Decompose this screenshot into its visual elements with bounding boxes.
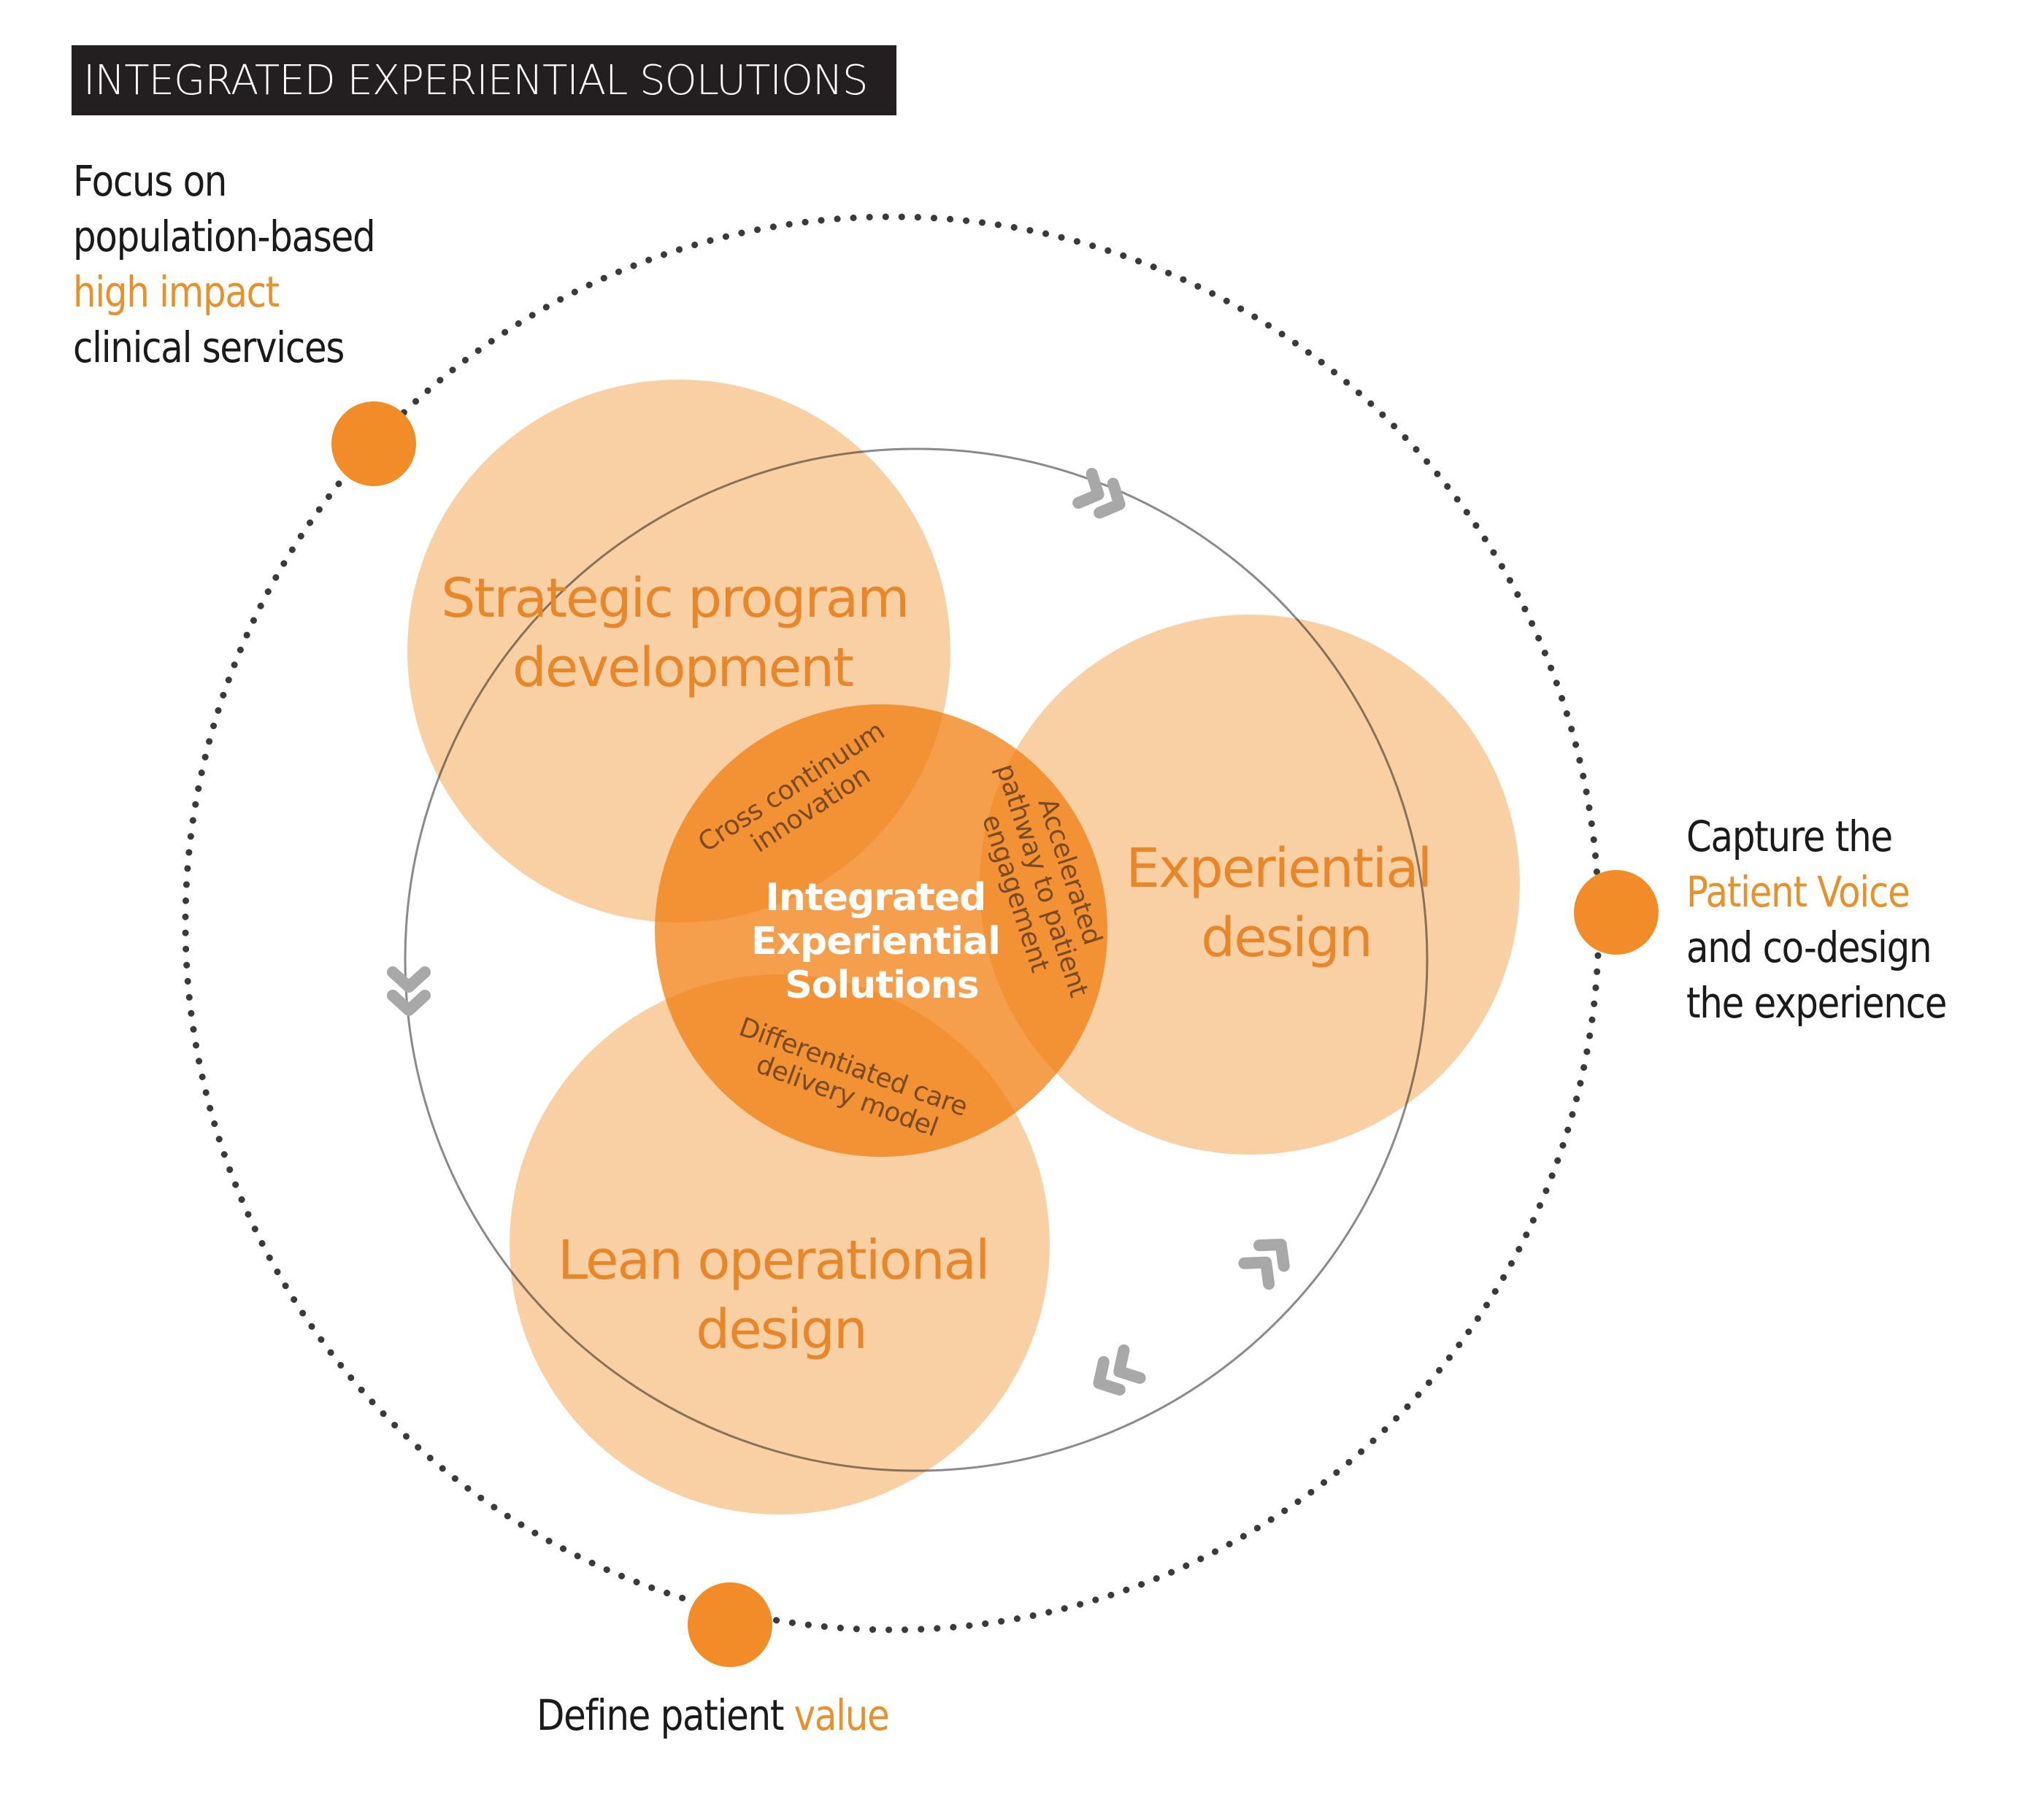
title-text: INTEGRATED EXPERIENTIAL SOLUTIONS	[83, 56, 868, 104]
annotation-top-left: Focus on population-based high impact cl…	[73, 153, 376, 375]
overlap-lean-center	[655, 974, 1050, 1157]
overlap-strategic-center	[655, 704, 950, 923]
annotation-line: clinical services	[73, 323, 345, 372]
orange-dot-icon	[688, 1582, 772, 1667]
annotation-bottom: Define patient value	[537, 1687, 890, 1743]
annotation-line: Focus on	[73, 156, 227, 206]
orange-dot-icon	[331, 401, 416, 486]
annotation-line: Capture the	[1686, 812, 1893, 861]
label-lean: Lean operational design	[558, 1229, 1004, 1361]
label-strategic: Strategic program development	[441, 567, 923, 699]
annotation-highlight: high impact	[73, 267, 280, 317]
double-chevron-down-icon	[387, 966, 431, 1016]
double-chevron-right-icon	[1072, 468, 1126, 519]
circle-experiential	[980, 615, 1520, 1155]
label-experiential: Experiential design	[1126, 837, 1446, 969]
annotation-line: the experience	[1686, 978, 1947, 1028]
double-chevron-left-icon	[1093, 1344, 1146, 1396]
annotation-right: Capture the Patient Voice and co-design …	[1686, 809, 1947, 1031]
annotation-text: Define patient	[537, 1690, 794, 1740]
annotation-line: and co-design	[1686, 923, 1932, 972]
annotation-highlight: Patient Voice	[1686, 867, 1910, 917]
label-center: Integrated Experiential Solutions	[751, 876, 1013, 1007]
title-banner: INTEGRATED EXPERIENTIAL SOLUTIONS	[72, 45, 896, 115]
annotation-line: population-based	[73, 212, 376, 261]
double-chevron-up-icon	[1238, 1239, 1290, 1290]
annotation-highlight: value	[794, 1690, 890, 1740]
orange-dot-icon	[1574, 870, 1659, 955]
